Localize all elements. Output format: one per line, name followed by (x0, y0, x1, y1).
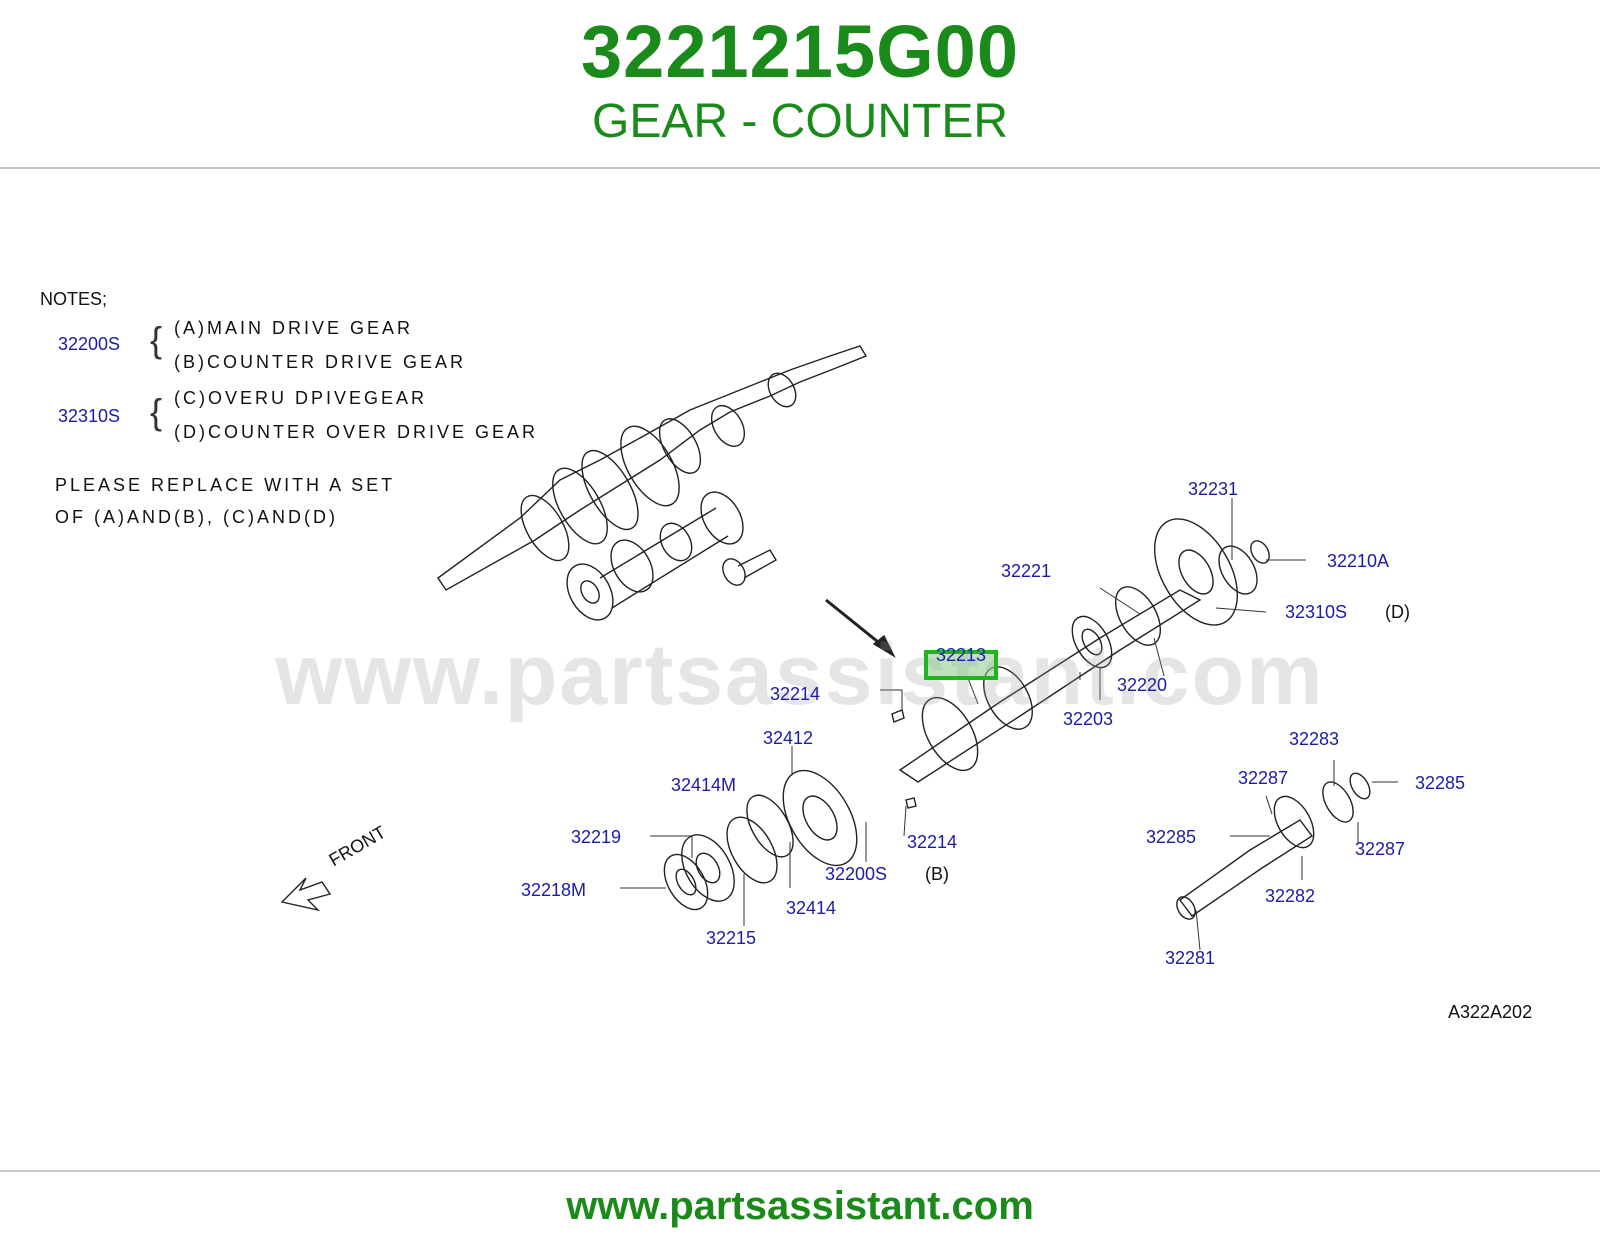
part-number: 3221215G00 (581, 10, 1019, 93)
diagram-code: A322A202 (1448, 1002, 1533, 1022)
idler-shaft-outline (1179, 819, 1314, 917)
callout-32285-left[interactable]: 32285 (1146, 827, 1197, 847)
note-code-32310S[interactable]: 32310S (58, 406, 121, 426)
callout-32214-top[interactable]: 32214 (770, 684, 821, 704)
note-replace-line1: PLEASE REPLACE WITH A SET (55, 475, 396, 495)
note-item-a: (A)MAIN DRIVE GEAR (174, 318, 414, 338)
main-shaft-outline (437, 345, 868, 591)
note-item-d: (D)COUNTER OVER DRIVE GEAR (174, 422, 539, 442)
header-divider (0, 167, 1600, 169)
callout-32282[interactable]: 32282 (1265, 886, 1316, 906)
note-bracket: { (150, 391, 163, 432)
callout-32213[interactable]: 32213 (936, 645, 987, 665)
callout-32231[interactable]: 32231 (1188, 479, 1239, 499)
callout-32285-right[interactable]: 32285 (1415, 773, 1466, 793)
highlight-box (924, 650, 998, 680)
callout-32414M[interactable]: 32414M (671, 775, 737, 795)
callout-32287-right[interactable]: 32287 (1355, 839, 1406, 859)
note-item-b: (B)COUNTER DRIVE GEAR (174, 352, 467, 372)
callout-32281[interactable]: 32281 (1165, 948, 1216, 968)
callout-32283[interactable]: 32283 (1289, 729, 1340, 749)
callout-32287-left[interactable]: 32287 (1238, 768, 1289, 788)
callout-32214-bottom[interactable]: 32214 (907, 832, 958, 852)
callout-32218M[interactable]: 32218M (521, 880, 587, 900)
callout-32210A[interactable]: 32210A (1327, 551, 1390, 571)
part-name: GEAR - COUNTER (591, 95, 1008, 148)
watermark: www.partsassistant.com (275, 627, 1325, 723)
counter-shaft-outline (898, 589, 1202, 783)
callout-32414[interactable]: 32414 (786, 898, 837, 918)
notes-title: NOTES; (40, 289, 108, 309)
note-bracket: { (150, 319, 163, 360)
note-code-32200S[interactable]: 32200S (58, 334, 121, 354)
callout-tag-b: (B) (925, 864, 949, 884)
callout-32412[interactable]: 32412 (763, 728, 814, 748)
callout-32219[interactable]: 32219 (571, 827, 622, 847)
callout-32203[interactable]: 32203 (1063, 709, 1114, 729)
note-replace-line2: OF (A)AND(B), (C)AND(D) (55, 507, 338, 527)
footer-url[interactable]: www.partsassistant.com (566, 1184, 1034, 1228)
callout-32221[interactable]: 32221 (1001, 561, 1052, 581)
callout-tag-d: (D) (1385, 602, 1410, 622)
callout-32220[interactable]: 32220 (1117, 675, 1168, 695)
callout-32215[interactable]: 32215 (706, 928, 757, 948)
header: 3221215G00 GEAR - COUNTER (0, 0, 1600, 168)
footer-divider (0, 1170, 1600, 1172)
parts-diagram: NOTES; 32200S { (A)MAIN DRIVE GEAR (B)CO… (0, 270, 1600, 1060)
note-item-c: (C)OVERU DPIVEGEAR (174, 388, 428, 408)
callout-32310S[interactable]: 32310S (1285, 602, 1348, 622)
callout-32200S[interactable]: 32200S (825, 864, 888, 884)
exploded-view-drawing (280, 345, 1398, 951)
